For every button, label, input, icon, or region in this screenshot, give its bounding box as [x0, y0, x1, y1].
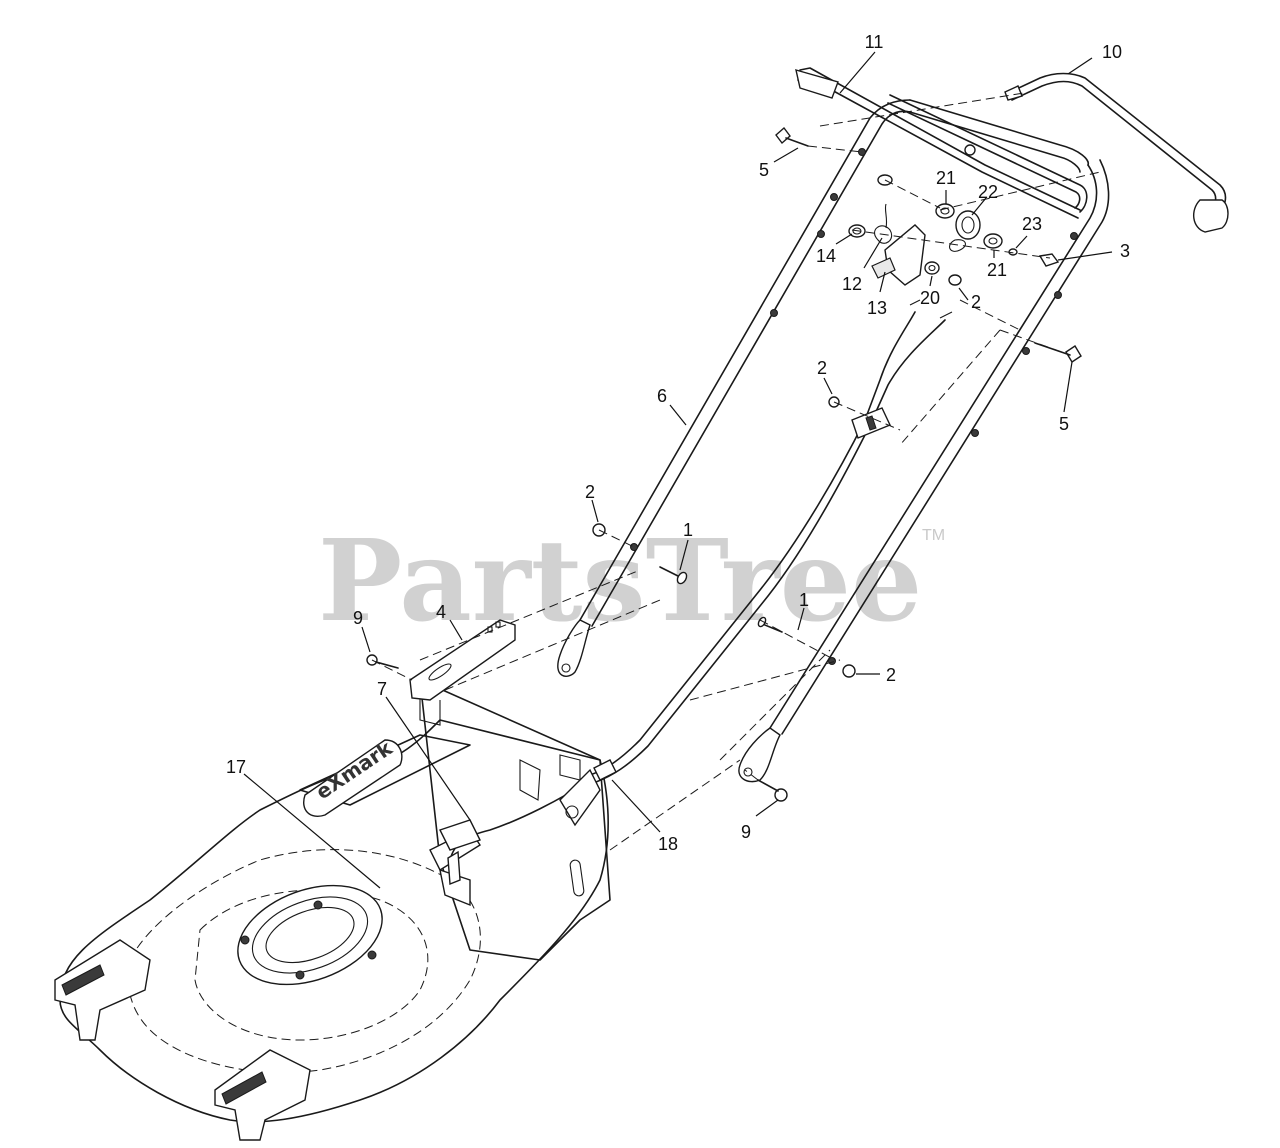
bail-upper-10 [1004, 72, 1229, 233]
callout-21: 21 [987, 260, 1007, 280]
callout-13: 13 [867, 298, 887, 318]
callout-2: 2 [585, 482, 595, 502]
callout-2: 2 [817, 358, 827, 378]
callout-23: 23 [1022, 214, 1042, 234]
bracket-left [409, 619, 516, 701]
mower-deck: eXmark [54, 679, 611, 1141]
callout-5: 5 [759, 160, 769, 180]
callout-4: 4 [436, 602, 446, 622]
leader-lines [243, 51, 1113, 889]
callout-10: 10 [1102, 42, 1122, 62]
callout-12: 12 [842, 274, 862, 294]
callout-1: 1 [799, 590, 809, 610]
callout-20: 20 [920, 288, 940, 308]
pivot-hardware [366, 126, 1082, 802]
watermark-text: PartsTree [318, 516, 922, 647]
callouts: 11 10 5 21 22 23 3 14 21 12 13 20 2 2 5 … [226, 32, 1130, 854]
lever-11 [795, 67, 1088, 219]
watermark-trademark: TM [922, 527, 945, 544]
callout-1: 1 [683, 520, 693, 540]
callout-22: 22 [978, 182, 998, 202]
cable-harness [439, 299, 953, 886]
callout-21: 21 [936, 168, 956, 188]
assembly-lines [371, 91, 1101, 851]
callout-11: 11 [865, 32, 884, 52]
callout-3: 3 [1120, 241, 1130, 261]
callout-9: 9 [741, 822, 751, 842]
callout-18: 18 [658, 834, 678, 854]
callout-6: 6 [657, 386, 667, 406]
callout-2: 2 [971, 292, 981, 312]
callout-2: 2 [886, 665, 896, 685]
handle-lower-end-left [557, 619, 591, 677]
callout-17: 17 [226, 757, 246, 777]
handle-lower-end-right [738, 727, 781, 783]
callout-14: 14 [816, 246, 836, 266]
callout-5: 5 [1059, 414, 1069, 434]
callout-7: 7 [377, 679, 387, 699]
callout-9: 9 [353, 608, 363, 628]
